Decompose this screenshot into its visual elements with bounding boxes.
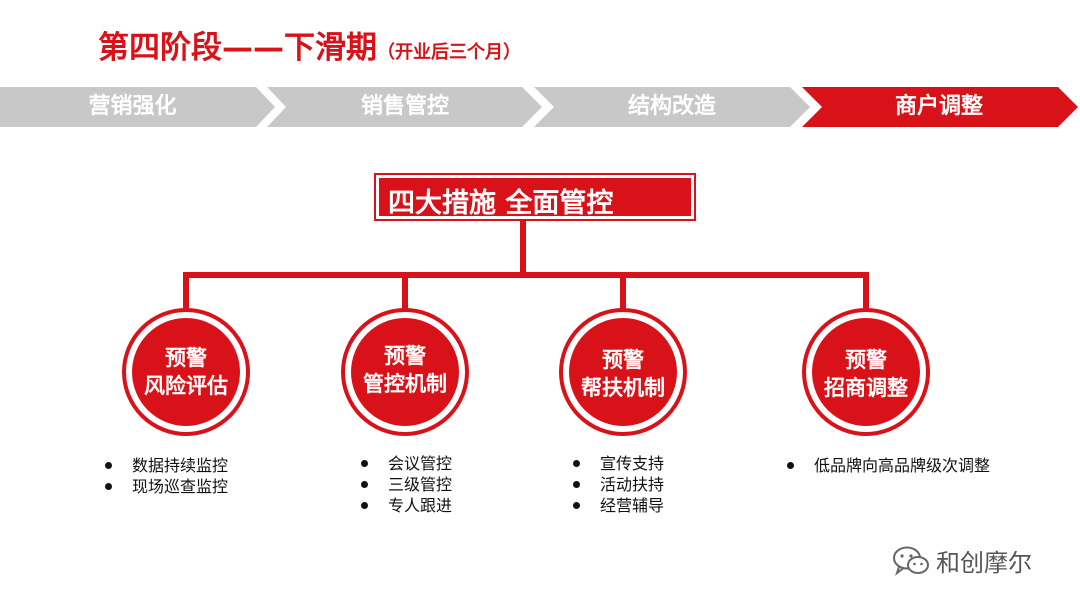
stage-label-2: 销售管控 [360,94,449,119]
stage-chevron-2 [267,87,542,127]
measure-label-4: 预警 招商调整 [801,346,931,402]
measure-label-3-line2: 帮扶机制 [581,376,665,400]
watermark: 和创摩尔 [892,543,1032,578]
watermark-text: 和创摩尔 [936,549,1032,577]
stage-chevron-1 [0,87,275,127]
measure-circle-2 [341,308,469,436]
measure-list-1: 数据持续监控 现场巡查监控 [104,455,228,497]
measure-label-1: 预警 风险评估 [121,344,251,400]
list-item: 会议管控 [360,453,452,474]
measure-label-4-line2: 招商调整 [824,376,908,400]
list-item: 三级管控 [360,474,452,495]
stage-chevron-4 [802,87,1078,127]
measure-circle-3 [559,308,687,436]
center-label: 四大措施 全面管控 [388,188,614,219]
measure-list-4: 低品牌向高品牌级次调整 [786,455,998,476]
list-item: 活动扶持 [572,474,664,495]
stage-label-4: 商户调整 [894,94,983,119]
list-item: 专人跟进 [360,495,452,516]
stage-label-3: 结构改造 [627,94,716,119]
measure-label-2: 预警 管控机制 [340,342,470,398]
measure-circle-1 [122,308,250,436]
measure-label-1-line2: 风险评估 [144,374,228,398]
wechat-icon [893,546,929,576]
list-item: 经营辅导 [572,495,664,516]
measure-label-4-line1: 预警 [845,348,887,372]
list-item: 现场巡查监控 [104,476,228,497]
measure-label-2-line1: 预警 [384,344,426,368]
list-item: 数据持续监控 [104,455,228,476]
measure-label-1-line1: 预警 [165,346,207,370]
page-title-sub: （开业后三个月） [377,42,521,63]
list-item: 宣传支持 [572,453,664,474]
stage-chevron-3 [534,87,810,127]
stage-label-1: 营销强化 [88,94,177,119]
page-title: 第四阶段——下滑期（开业后三个月） [98,22,521,67]
list-item: 低品牌向高品牌级次调整 [786,455,998,476]
measure-list-2: 会议管控 三级管控 专人跟进 [360,453,452,516]
connector-lines [183,221,869,318]
measure-list-3: 宣传支持 活动扶持 经营辅导 [572,453,664,516]
center-box: 四大措施 全面管控 [374,173,696,221]
measure-circle-4 [802,308,930,436]
measure-label-2-line2: 管控机制 [363,372,447,396]
measure-label-3-line1: 预警 [602,348,644,372]
measure-label-3: 预警 帮扶机制 [558,346,688,402]
page-title-main: 第四阶段——下滑期 [98,30,377,66]
